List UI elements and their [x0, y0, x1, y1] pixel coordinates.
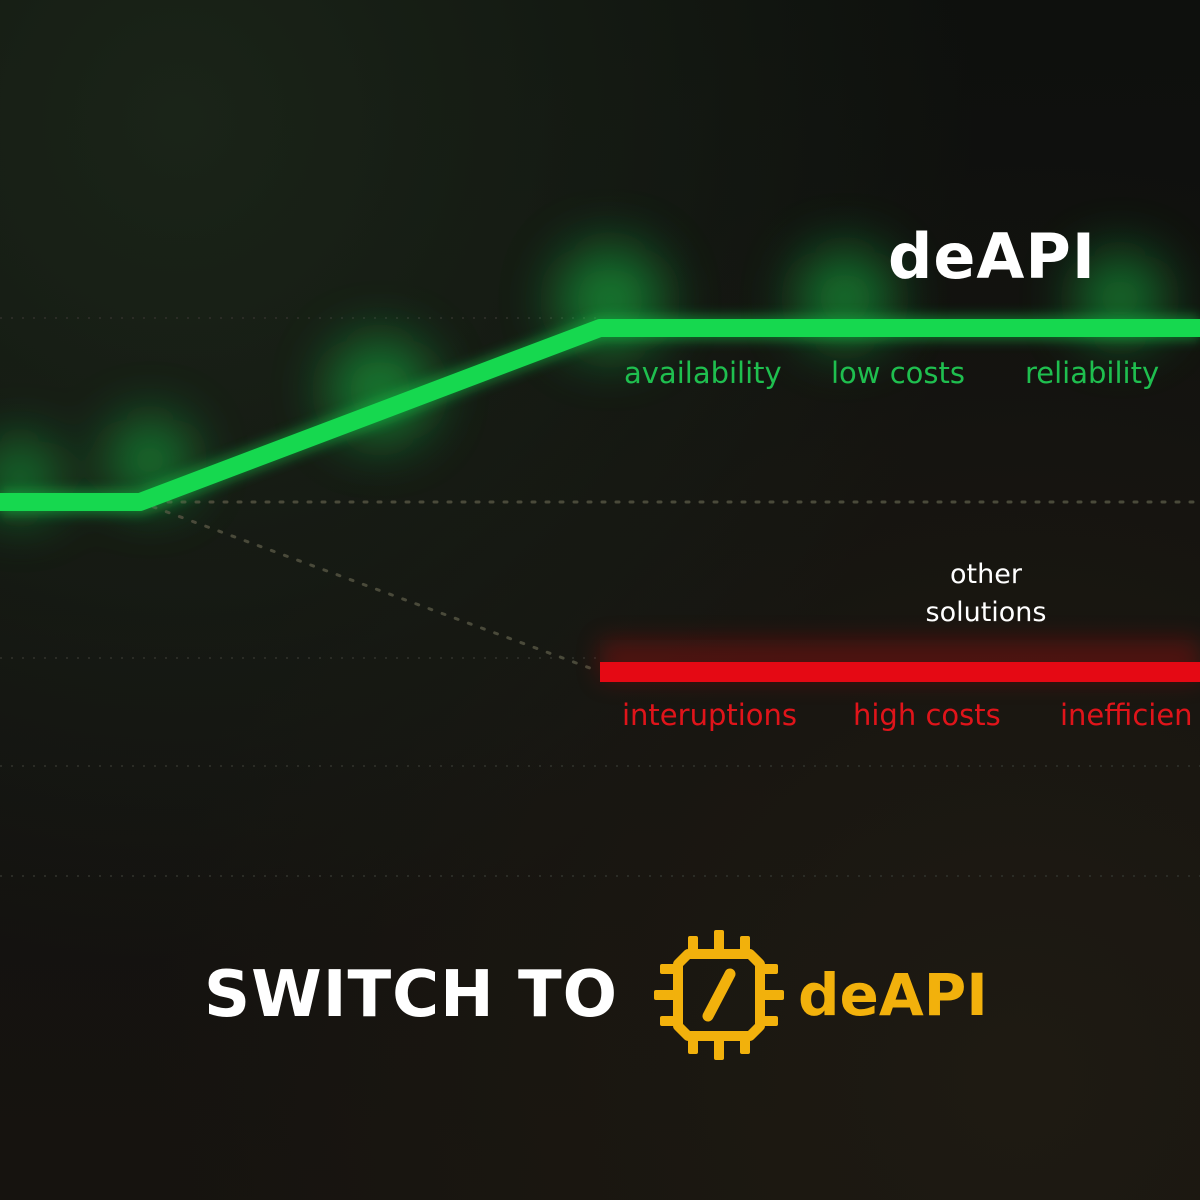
- drawback-inefficiency: inefficien: [1060, 698, 1193, 732]
- other-label-line2: solutions: [925, 597, 1047, 628]
- benefit-low-costs: low costs: [831, 356, 966, 390]
- benefit-availability: availability: [624, 356, 782, 390]
- deapi-path-title: deAPI: [888, 220, 1096, 293]
- other-solutions-label: other solutions: [880, 556, 1092, 632]
- drawback-interuptions: interuptions: [622, 698, 798, 732]
- cta-text: SWITCH TO: [204, 958, 619, 1032]
- other-solutions-line: [600, 662, 1200, 682]
- drawback-high-costs: high costs: [853, 698, 1001, 732]
- background-dotted-guides: [0, 317, 1200, 877]
- other-solutions-dotted-paths: [138, 500, 1200, 673]
- deapi-line: [0, 319, 1200, 511]
- brand-logo-text: deAPI: [798, 961, 988, 1029]
- chip-slash-logo-icon: [654, 930, 785, 1060]
- switch-cta: SWITCH TO: [204, 930, 988, 1060]
- benefit-reliability: reliability: [1025, 356, 1160, 390]
- other-label-line1: other: [950, 559, 1022, 590]
- deapi-line-glow: [0, 316, 1200, 514]
